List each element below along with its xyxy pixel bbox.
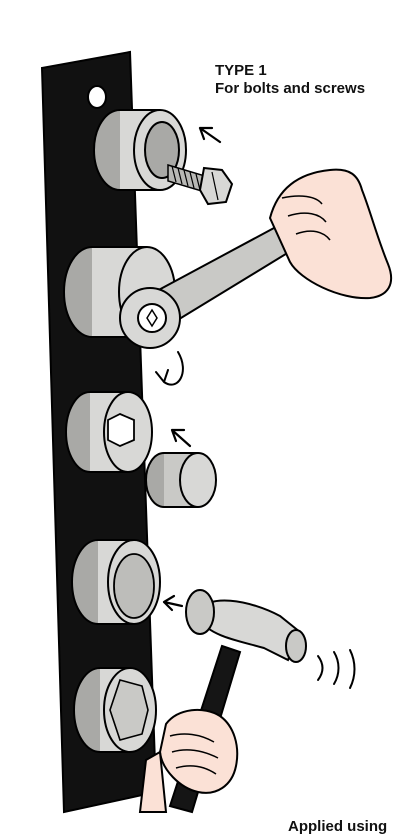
bar-hole [88, 86, 106, 108]
motion-lines [318, 650, 355, 688]
arrow-hammer [164, 596, 182, 610]
type-description: For bolts and screws [215, 80, 365, 98]
arrow-knob [172, 430, 190, 446]
socket-knob-insert [66, 392, 152, 472]
socket-press-fit [72, 540, 160, 624]
rotation-arrow [156, 352, 183, 385]
socket-empty [74, 668, 156, 752]
knob [146, 453, 216, 507]
hand-wrench [270, 170, 391, 298]
arrow-bolt [200, 128, 220, 142]
type-title: TYPE 1 [215, 62, 267, 80]
footer-caption: Applied using [288, 818, 387, 836]
bolt [168, 165, 232, 204]
